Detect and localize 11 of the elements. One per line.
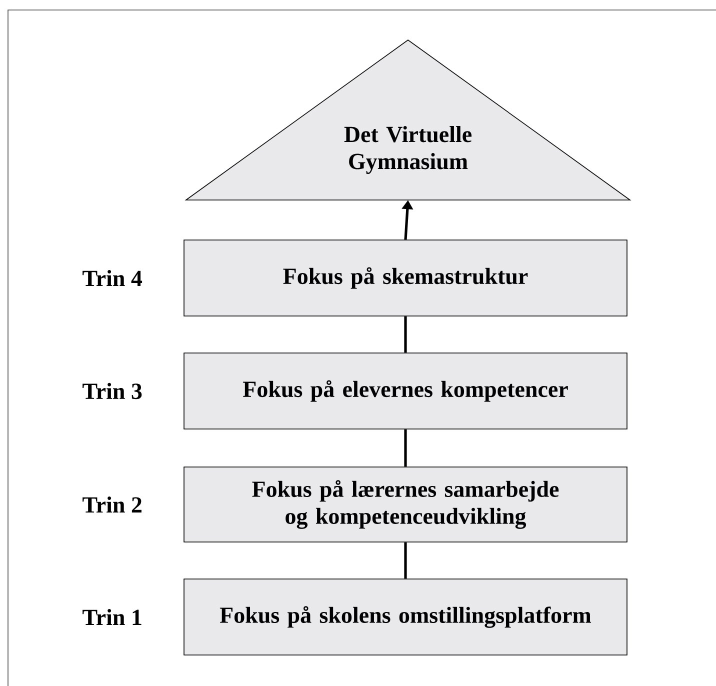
step-label: Trin 2 [82, 496, 142, 512]
step-label: Trin 1 [82, 609, 142, 625]
step-box: Fokus på elevernes kompetencer [184, 352, 628, 430]
step-box: Fokus på skemastruktur [184, 240, 628, 316]
step-label: Trin 3 [82, 382, 142, 400]
step-box: Fokus på skolens omstillingsplatform [184, 578, 628, 656]
connector [404, 429, 407, 467]
step-box: Fokus på lærernes samarbejde og kompetenceudvikling [184, 466, 628, 542]
connector [404, 542, 407, 579]
connector [404, 316, 407, 353]
step-label: Trin 4 [82, 270, 142, 286]
